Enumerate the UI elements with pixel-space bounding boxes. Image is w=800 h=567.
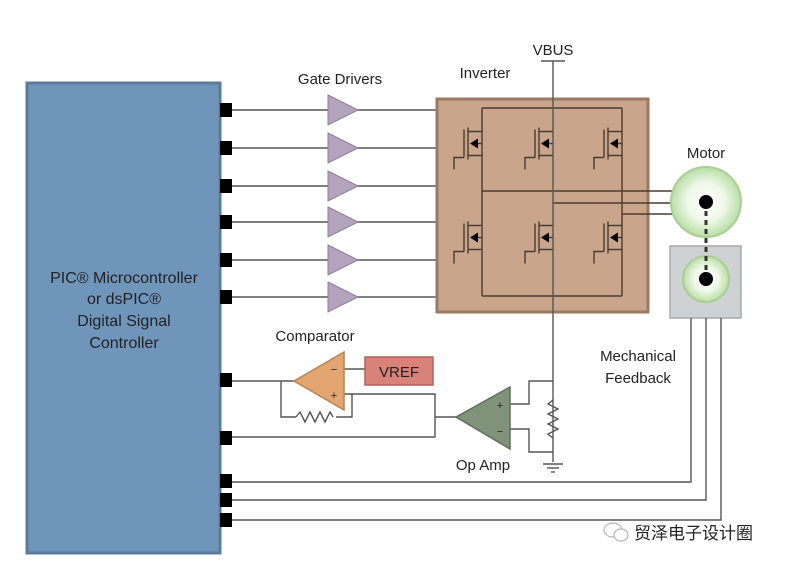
mosfets [453, 127, 622, 264]
controller-pin [220, 431, 232, 445]
controller-label-2: or dsPIC® [87, 291, 161, 308]
comparator-plus: + [331, 390, 337, 402]
gate-driver-icon [327, 281, 360, 313]
op-amp-minus: − [497, 426, 503, 438]
mosfet-icon [593, 221, 622, 264]
mosfet-icon [453, 221, 482, 264]
controller-pin [220, 474, 232, 488]
mechanical-feedback-label-2: Feedback [605, 370, 671, 387]
op-amp-icon [454, 385, 511, 451]
watermark-text: 贸泽电子设计圈 [634, 524, 753, 543]
gate-driver-icon [327, 132, 360, 164]
mosfet-icon [593, 127, 622, 170]
comparator-icon [292, 350, 345, 412]
gate-drivers-label: Gate Drivers [298, 71, 382, 88]
op-amp-plus: + [497, 400, 503, 412]
controller-pin [220, 141, 232, 155]
controller-pin [220, 290, 232, 304]
controller-pin [220, 215, 232, 229]
controller-pin [220, 179, 232, 193]
comparator-minus: − [331, 364, 337, 376]
controller-pin [220, 103, 232, 117]
controller-pin [220, 253, 232, 267]
comparator-label: Comparator [275, 328, 354, 345]
gate-driver-icon [327, 244, 360, 276]
wechat-icon [603, 522, 629, 542]
feedback-wires [232, 318, 722, 521]
gate-driver-icon [327, 206, 360, 238]
vbus-label: VBUS [533, 42, 574, 59]
gate-driver-icon [327, 170, 360, 202]
controller-block: PIC® Microcontroller or dsPIC® Digital S… [25, 81, 222, 555]
controller-pins [220, 103, 232, 527]
controller-pin [220, 493, 232, 507]
mosfet-icon [524, 221, 553, 264]
controller-label-3: Digital Signal [77, 313, 170, 330]
mosfet-icon [453, 127, 482, 170]
controller-label-1: PIC® Microcontroller [50, 270, 198, 287]
mechanical-feedback-label-1: Mechanical [600, 348, 676, 365]
ground-icon [543, 463, 563, 473]
inverter-label: Inverter [460, 65, 511, 82]
gate-driver-icon [327, 94, 360, 126]
controller-label-4: Controller [89, 335, 159, 352]
mosfet-icon [524, 127, 553, 170]
gate-drivers [232, 94, 437, 313]
motor-label: Motor [687, 145, 725, 162]
vref-label: VREF [379, 364, 419, 381]
controller-pin [220, 373, 232, 387]
inverter-block [435, 97, 672, 314]
shunt-resistor-icon [546, 399, 560, 439]
controller-pin [220, 513, 232, 527]
op-amp-label: Op Amp [456, 457, 510, 474]
vref-box [364, 356, 434, 386]
feedback-resistor-icon [295, 410, 334, 424]
